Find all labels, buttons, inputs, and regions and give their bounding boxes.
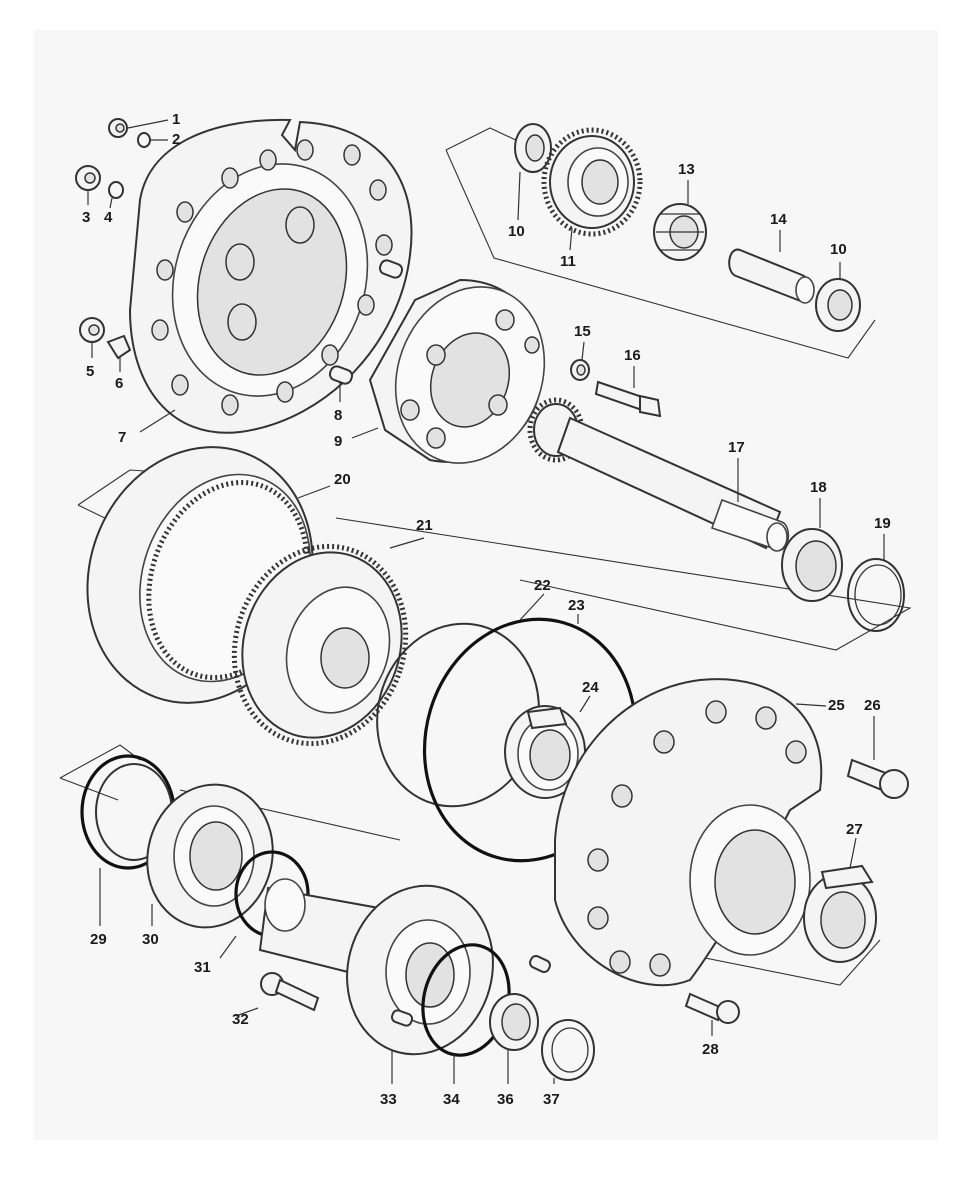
pin-small	[529, 954, 551, 974]
part-14-planet-pin	[728, 248, 815, 304]
callout-11: 11	[560, 253, 576, 270]
callout-36: 36	[497, 1091, 514, 1108]
callout-8: 8	[334, 407, 342, 424]
part-3-nut	[75, 165, 101, 191]
callout-27: 27	[846, 821, 863, 838]
part-33-drive-flange	[346, 884, 494, 1056]
callout-4: 4	[104, 209, 113, 226]
callout-32: 32	[232, 1011, 249, 1028]
part-18-lock-nut	[781, 528, 843, 602]
flange-bolt-holes	[151, 139, 393, 416]
part-19-snap-ring	[847, 558, 905, 632]
hub-stud-holes	[587, 700, 807, 977]
part-28-bolt	[684, 992, 740, 1024]
callout-13: 13	[678, 161, 695, 178]
callout-17: 17	[728, 439, 745, 456]
leader-lines	[87, 119, 885, 1084]
part-11-planet-gear	[541, 127, 643, 237]
part-37-shim	[541, 1019, 595, 1081]
callout-37: 37	[543, 1091, 560, 1108]
callout-24: 24	[582, 679, 599, 696]
group-frame-planet-gear	[445, 127, 876, 359]
part-17-sun-gear-shaft	[527, 397, 790, 552]
callout-26: 26	[864, 697, 881, 714]
callout-19: 19	[874, 515, 891, 532]
part-15-washer	[570, 359, 590, 381]
callout-labels: 1 2 3 4 5 6 7 8 9 10 10 11 13 14 15 16 1…	[82, 111, 891, 1108]
part-24-taper-bearing	[504, 705, 586, 799]
part-32-bolt	[260, 972, 320, 1012]
callout-25: 25	[828, 697, 845, 714]
callout-18: 18	[810, 479, 827, 496]
part-30-seal-carrier	[146, 783, 274, 929]
callout-20: 20	[334, 471, 351, 488]
callout-9: 9	[334, 433, 342, 450]
callout-33: 33	[380, 1091, 397, 1108]
part-6-cap	[106, 334, 132, 360]
callout-29: 29	[90, 931, 107, 948]
carrier-pins	[225, 206, 315, 341]
callout-10a: 10	[508, 223, 525, 240]
callout-10b: 10	[830, 241, 847, 258]
part-9-planet-carrier	[368, 278, 546, 464]
callout-22: 22	[534, 577, 551, 594]
part-25-wheel-hub	[554, 678, 823, 987]
callout-16: 16	[624, 347, 641, 364]
part-21-ring-gear-hub	[231, 543, 409, 747]
callout-6: 6	[115, 375, 123, 392]
part-4-washer	[108, 181, 124, 199]
callout-30: 30	[142, 931, 159, 948]
part-26-wheel-stud	[846, 758, 909, 799]
callout-5: 5	[86, 363, 94, 380]
callout-14: 14	[770, 211, 787, 228]
callout-21: 21	[416, 517, 433, 534]
part-27-taper-bearing	[803, 864, 877, 963]
part-36-thrust-washer	[489, 993, 539, 1051]
callout-34: 34	[443, 1091, 460, 1108]
part-13-needle-bearing	[653, 203, 707, 261]
callout-1: 1	[172, 111, 180, 128]
part-8-dowel-pins	[328, 259, 404, 385]
part-10-thrust-washer-a	[514, 123, 552, 173]
part-1-plug	[108, 118, 128, 138]
callout-15: 15	[574, 323, 591, 340]
callout-31: 31	[194, 959, 211, 976]
callout-2: 2	[172, 131, 180, 148]
part-16-bolt	[594, 380, 662, 418]
part-10-thrust-washer-b	[815, 278, 861, 332]
callout-23: 23	[568, 597, 585, 614]
callout-28: 28	[702, 1041, 719, 1058]
callout-7: 7	[118, 429, 126, 446]
part-7-carrier-flange	[128, 118, 413, 434]
callout-3: 3	[82, 209, 90, 226]
part-2-washer	[137, 132, 151, 148]
part-5-nut	[79, 317, 105, 343]
